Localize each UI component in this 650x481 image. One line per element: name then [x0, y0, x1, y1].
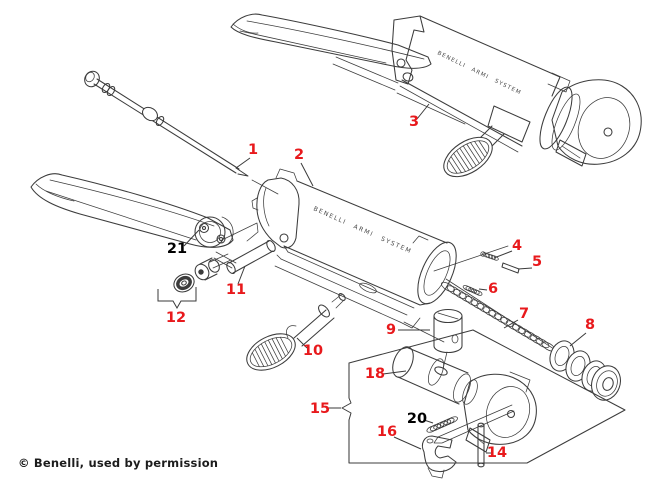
leader-8 [569, 332, 587, 347]
benelli-engraving-center: BENELLI ARMI SYSTEM [312, 205, 413, 255]
copyright-text: © Benelli, used by permission [18, 456, 219, 470]
callout-labels: 1 2 3 4 5 6 7 8 9 10 11 12 14 15 16 18 2… [166, 114, 595, 461]
callout-leader-lines [157, 103, 587, 454]
leader-7 [503, 319, 519, 329]
callout-18: 18 [365, 366, 385, 382]
part-small-pin [501, 262, 520, 274]
leader-12 [157, 287, 197, 310]
benelli-engraving-upper: BENELLI ARMI SYSTEM [436, 50, 522, 96]
leader-18 [382, 370, 407, 375]
leader-3 [416, 103, 430, 120]
callout-11: 11 [226, 282, 246, 298]
leader-5 [517, 267, 533, 270]
callout-16: 16 [377, 424, 397, 440]
callout-1: 1 [248, 142, 258, 158]
part-recoil-spring [440, 281, 556, 352]
leader-21 [183, 229, 200, 247]
part-spring-collar [549, 340, 621, 401]
callout-2: 2 [294, 147, 304, 163]
assembly-complete-bolt: BENELLI ARMI SYSTEM [230, 13, 642, 178]
part-inertia-body [392, 346, 537, 453]
part-bolt-handle [246, 293, 346, 371]
part-extractor-spring [426, 416, 458, 433]
leader-11 [237, 265, 246, 285]
callout-14: 14 [487, 445, 507, 461]
callout-4: 4 [512, 238, 522, 254]
callout-6: 6 [488, 281, 498, 297]
callout-5: 5 [532, 254, 542, 270]
part-pin-14 [477, 422, 485, 468]
callout-8: 8 [585, 317, 595, 333]
part-spring-seat [480, 251, 499, 261]
callout-3: 3 [409, 114, 419, 130]
callout-12: 12 [166, 310, 186, 326]
part-firing-pin-spring [462, 285, 483, 296]
leader-16 [393, 436, 422, 450]
part-pin-11 [226, 239, 276, 275]
callout-7: 7 [519, 306, 529, 322]
leader-6 [478, 288, 488, 291]
part-extractor [421, 435, 457, 479]
leader-1 [235, 157, 251, 169]
callout-15: 15 [310, 401, 330, 417]
callout-21: 21 [167, 241, 187, 257]
callout-20: 20 [407, 411, 427, 427]
callout-9: 9 [386, 322, 396, 338]
callout-10: 10 [303, 343, 323, 359]
leader-2 [300, 162, 314, 187]
part-link-lever [30, 173, 259, 269]
part-washer-nut [173, 253, 232, 293]
assembly-plane-outline [341, 329, 626, 464]
leader-4 [493, 250, 513, 259]
part-firing-pin [84, 70, 279, 195]
leader-10 [296, 337, 308, 349]
leader-20 [423, 419, 434, 424]
